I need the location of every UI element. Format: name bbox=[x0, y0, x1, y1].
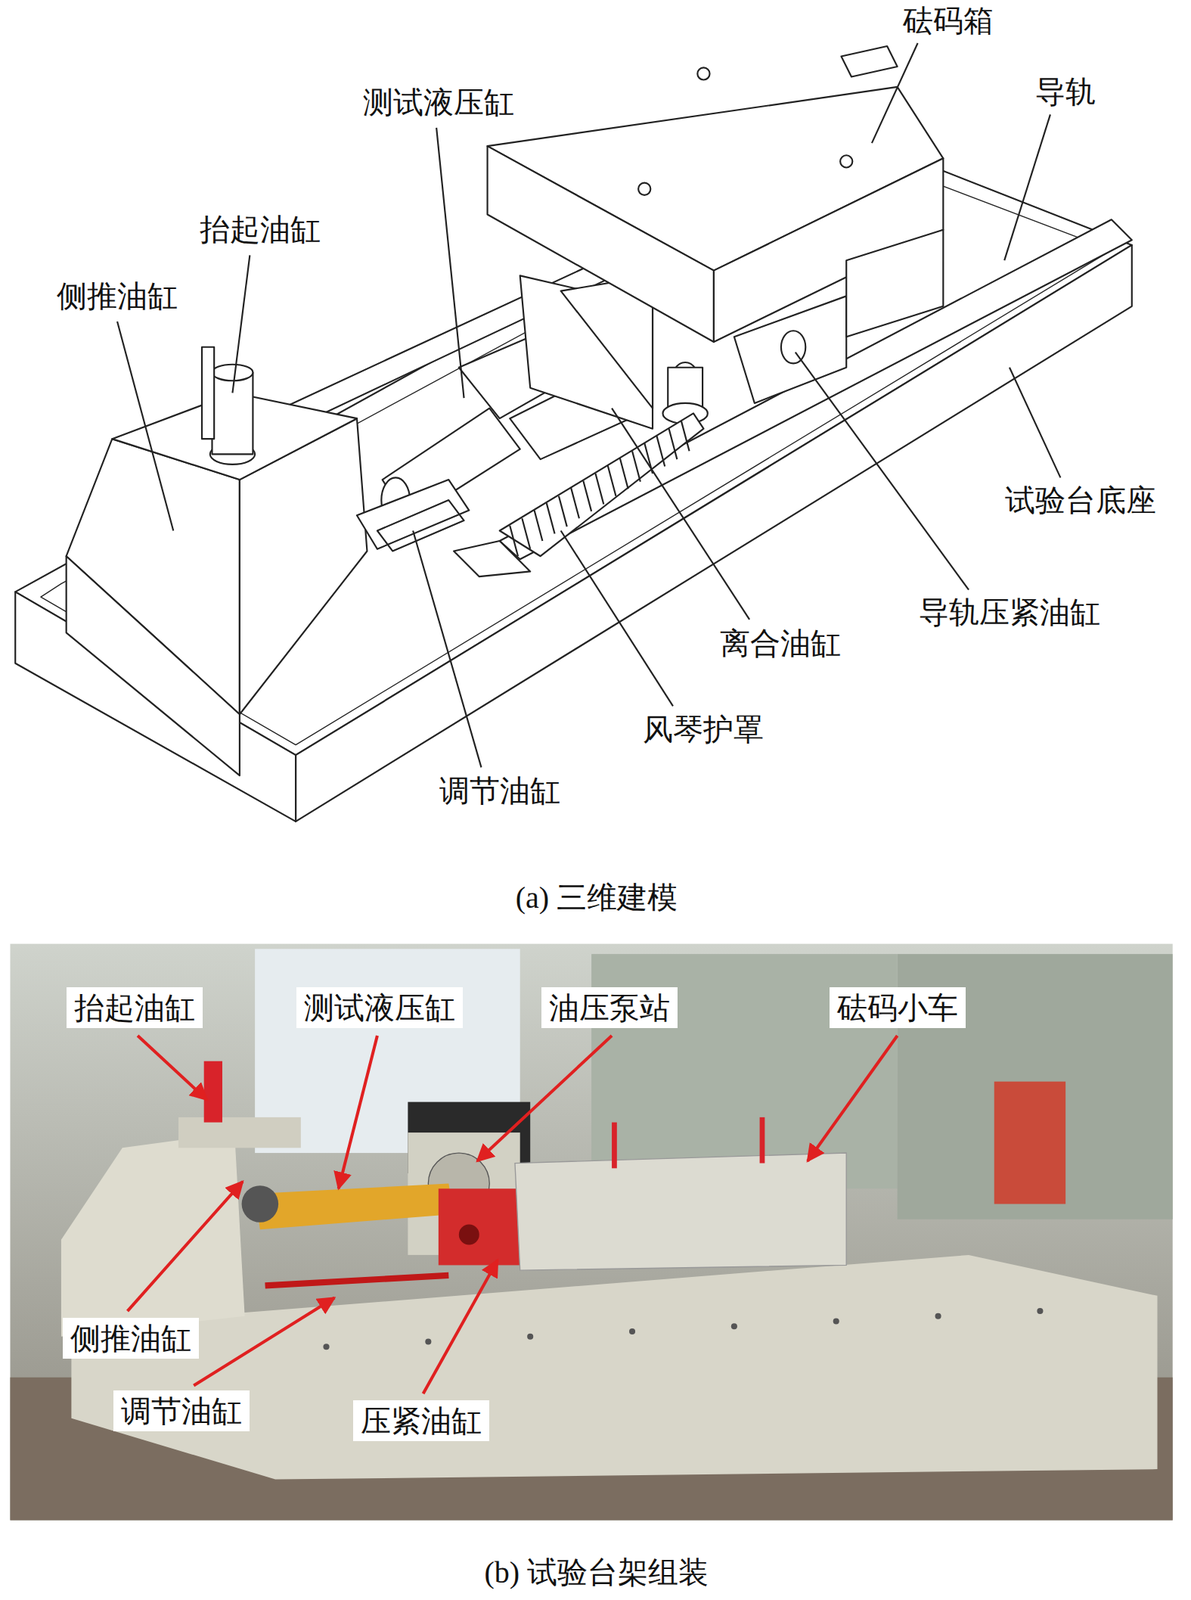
part-label: 抬起油缸 bbox=[199, 211, 321, 247]
part-label: 导轨压紧油缸 bbox=[918, 594, 1101, 630]
part-label: 压紧油缸 bbox=[353, 1399, 490, 1441]
part-label: 测试液压缸 bbox=[362, 84, 515, 120]
part-label: 侧推油缸 bbox=[56, 278, 178, 314]
model-drawing bbox=[15, 46, 1133, 822]
part-label: 离合油缸 bbox=[719, 625, 841, 661]
part-label: 调节油缸 bbox=[113, 1389, 250, 1431]
part-label: 油压泵站 bbox=[541, 986, 678, 1028]
leader-lines bbox=[117, 43, 1061, 767]
part-label: 砝码箱 bbox=[902, 3, 994, 38]
part-label: 侧推油缸 bbox=[62, 1317, 199, 1359]
photo bbox=[9, 943, 1173, 1520]
part-label: 抬起油缸 bbox=[66, 986, 203, 1028]
part-label: 砝码小车 bbox=[829, 986, 966, 1028]
part-label: 导轨 bbox=[1035, 74, 1096, 109]
part-label: 风琴护罩 bbox=[642, 711, 764, 747]
figure-caption: (a) 三维建模 bbox=[515, 880, 678, 915]
part-label: 调节油缸 bbox=[439, 772, 561, 808]
pointer-arrows bbox=[127, 1035, 898, 1393]
part-label: 测试液压缸 bbox=[296, 986, 463, 1028]
part-label: 试验台底座 bbox=[1004, 482, 1157, 518]
figure-caption: (b) 试验台架组装 bbox=[484, 1554, 710, 1590]
